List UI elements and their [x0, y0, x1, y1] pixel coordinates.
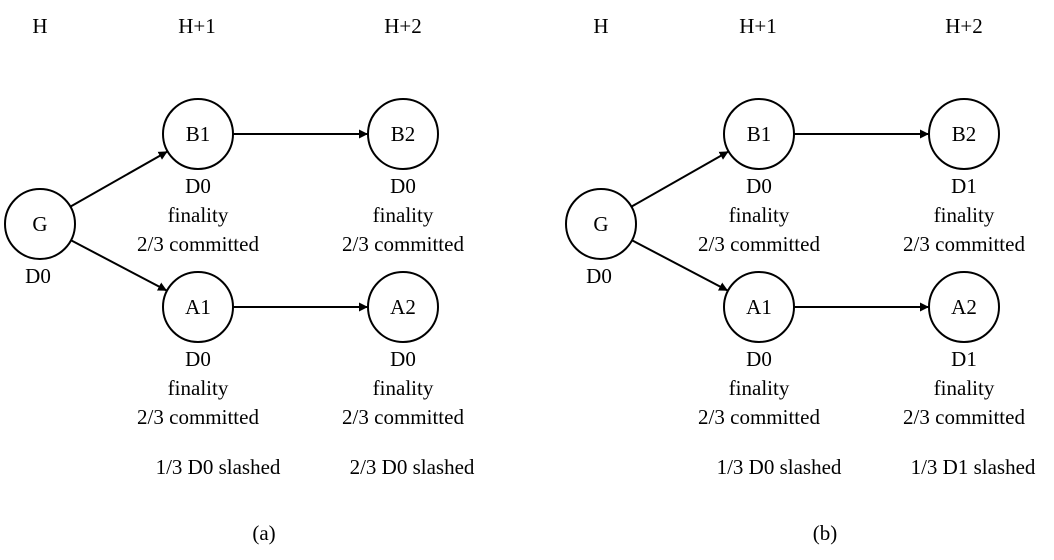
height-header: H+1	[739, 14, 777, 38]
node-circle	[928, 98, 1000, 170]
height-header: H+2	[384, 14, 422, 38]
node-info-line: finality	[373, 203, 434, 227]
node-info-line: 2/3 committed	[903, 405, 1025, 429]
node-info-line: finality	[168, 203, 229, 227]
node-label: B2	[952, 122, 977, 146]
node-info-line: finality	[168, 376, 229, 400]
edge-arrow-g-b1	[630, 150, 730, 208]
node-label: B2	[391, 122, 416, 146]
panel-caption: (b)	[813, 521, 838, 545]
block-node-g: G D0	[4, 188, 76, 288]
slashed-note: 1/3 D0 slashed	[156, 455, 281, 479]
node-circle	[367, 98, 439, 170]
block-node-g: G D0	[565, 188, 637, 288]
height-header: H+2	[945, 14, 983, 38]
node-info-line: D1	[951, 347, 977, 371]
height-header: H	[32, 14, 47, 38]
node-label: A1	[746, 295, 772, 319]
edge-arrow-g-b1	[69, 150, 169, 208]
node-label: A2	[951, 295, 977, 319]
node-info-line: D0	[746, 347, 772, 371]
node-info-line: finality	[934, 376, 995, 400]
node-info-line: finality	[729, 376, 790, 400]
node-label: G	[32, 212, 47, 236]
node-info-line: D0	[390, 174, 416, 198]
node-circle	[928, 271, 1000, 343]
panel-caption: (a)	[252, 521, 275, 545]
node-circle	[4, 188, 76, 260]
slashed-note: 1/3 D0 slashed	[717, 455, 842, 479]
node-info-line: 2/3 committed	[342, 232, 464, 256]
slashed-note: 2/3 D0 slashed	[350, 455, 475, 479]
node-circle	[723, 271, 795, 343]
node-info-line: 2/3 committed	[903, 232, 1025, 256]
node-circle	[162, 98, 234, 170]
node-label: B1	[186, 122, 211, 146]
height-header: H	[593, 14, 608, 38]
slashed-note: 1/3 D1 slashed	[911, 455, 1036, 479]
node-info-line: 2/3 committed	[698, 405, 820, 429]
node-info-line: 2/3 committed	[137, 405, 259, 429]
node-info-line: finality	[934, 203, 995, 227]
node-circle	[162, 271, 234, 343]
node-label: G	[593, 212, 608, 236]
node-info-line: D0	[185, 174, 211, 198]
node-circle	[723, 98, 795, 170]
edge-arrow-g-a1	[631, 239, 729, 292]
node-info-line: finality	[373, 376, 434, 400]
node-circle	[565, 188, 637, 260]
height-header: H+1	[178, 14, 216, 38]
node-info-line: D1	[951, 174, 977, 198]
node-info-line: 2/3 committed	[137, 232, 259, 256]
node-label: A2	[390, 295, 416, 319]
node-info-line: D0	[390, 347, 416, 371]
node-info-line: D0	[185, 347, 211, 371]
node-info-line: D0	[25, 264, 51, 288]
node-info-line: D0	[586, 264, 612, 288]
edge-arrow-g-a1	[70, 239, 168, 292]
node-circle	[367, 271, 439, 343]
node-label: B1	[747, 122, 772, 146]
node-label: A1	[185, 295, 211, 319]
node-info-line: D0	[746, 174, 772, 198]
node-info-line: 2/3 committed	[342, 405, 464, 429]
node-info-line: 2/3 committed	[698, 232, 820, 256]
node-info-line: finality	[729, 203, 790, 227]
